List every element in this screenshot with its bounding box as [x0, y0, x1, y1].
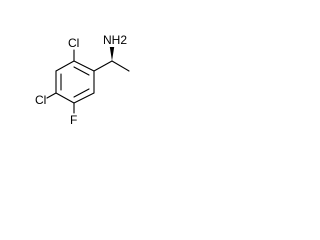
methyl-bond	[111, 60, 130, 72]
ring-double-bond	[73, 66, 90, 76]
amine-label: NH2	[103, 33, 127, 47]
cl-top-label: Cl	[68, 36, 79, 50]
stereo-wedge-bond	[109, 47, 115, 61]
side-chain-bond	[93, 60, 113, 72]
ring-bond	[55, 60, 75, 72]
fluorine-label: F	[70, 113, 77, 127]
ring-bond	[55, 92, 75, 104]
molecule-diagram: Cl Cl F NH2	[35, 33, 130, 127]
ring-bond	[73, 60, 95, 72]
cl-left-label: Cl	[35, 93, 46, 107]
ring-double-bond	[73, 88, 90, 98]
ring-bond	[73, 92, 95, 104]
benzene-ring	[55, 60, 95, 104]
cl-left-bond	[46, 92, 57, 99]
